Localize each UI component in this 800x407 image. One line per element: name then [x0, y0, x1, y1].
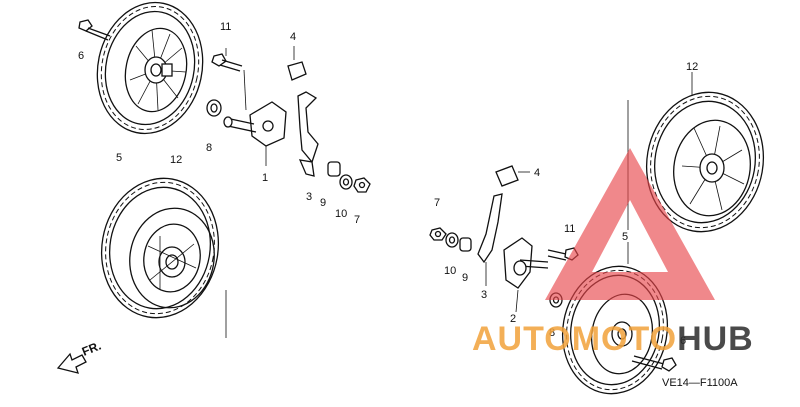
front-direction-indicator: FR. — [56, 339, 103, 374]
callout-6-bottom-right: 6 — [680, 335, 686, 347]
nut-7-left — [353, 177, 371, 193]
washer-10-right — [445, 232, 459, 248]
callout-12-left: 12 — [170, 154, 182, 166]
height-lever-3-left — [297, 91, 319, 177]
callout-6-top-left: 6 — [78, 50, 84, 62]
bolt-6-top-left: 6 — [78, 19, 111, 62]
height-lever-3-right — [477, 193, 503, 286]
callout-4-right: 4 — [534, 167, 540, 179]
wheel-12-bottom-left — [100, 177, 220, 319]
axle-bracket-2 — [503, 237, 549, 313]
callout-12-right: 12 — [686, 61, 698, 73]
wheel-12-top-right — [645, 72, 765, 233]
wheel-5-top-left — [96, 1, 204, 135]
callout-3-left: 3 — [306, 191, 312, 203]
cap-4-left — [287, 46, 307, 81]
callout-7-left: 7 — [354, 214, 360, 226]
callout-9-left: 9 — [320, 197, 326, 209]
callout-9-right: 9 — [462, 272, 468, 284]
cap-4-right — [495, 165, 530, 187]
callout-3-right: 3 — [481, 289, 487, 301]
nut-7-right — [429, 227, 447, 241]
washer-10-left — [339, 174, 353, 190]
callout-11-left: 11 — [220, 21, 231, 33]
callout-8-left: 8 — [206, 142, 212, 154]
watermark-text-orange: AUTOMOTO — [472, 320, 677, 358]
callout-10-right: 10 — [444, 265, 456, 277]
bolt-11-top-left — [211, 48, 247, 111]
callout-5-left: 5 — [116, 152, 122, 164]
front-direction-label: FR. — [80, 339, 103, 359]
wheel-5-bottom-right — [561, 242, 669, 395]
bolt-6-bottom-right: 6 — [631, 335, 686, 372]
spacer-9-right — [459, 237, 472, 252]
callout-8-right: 8 — [549, 327, 555, 339]
washer-8-top-left — [206, 99, 222, 117]
callout-5-right: 5 — [622, 231, 628, 243]
spacer-9-left — [327, 161, 341, 177]
axle-bracket-1 — [223, 101, 287, 166]
callout-11-right: 11 — [564, 223, 575, 235]
watermark-logo: AUTOMOTOHUB — [472, 148, 754, 358]
callout-1: 1 — [262, 172, 268, 184]
callout-7-right: 7 — [434, 197, 440, 209]
watermark-triangle-icon — [545, 148, 715, 300]
watermark-text-dark: HUB — [677, 320, 754, 358]
callout-4-left: 4 — [290, 31, 296, 43]
callout-2: 2 — [510, 313, 516, 325]
callout-10-left: 10 — [335, 208, 347, 220]
diagram-code: VE14—F1100A — [662, 377, 738, 389]
svg-text:AUTOMOTOHUB: AUTOMOTOHUB — [472, 320, 754, 358]
